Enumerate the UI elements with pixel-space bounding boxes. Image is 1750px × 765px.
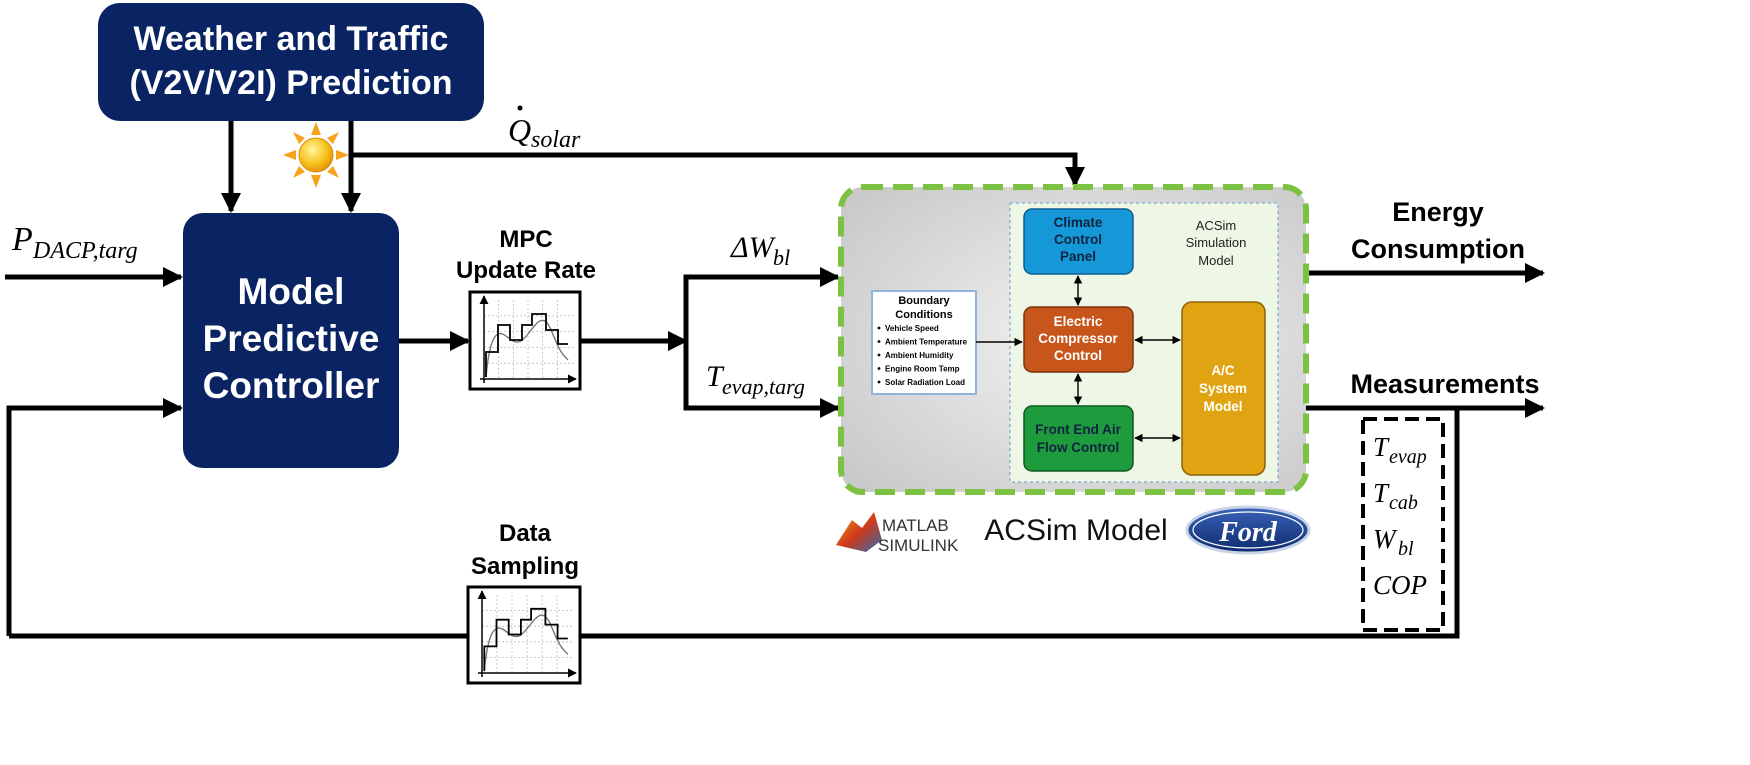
boundary-bullet [877, 367, 881, 370]
mpc-line1: Model [238, 271, 345, 312]
matlab-simulink-logo: MATLAB SIMULINK [836, 512, 959, 555]
climate-control-panel-box: Climate Control Panel [1023, 208, 1134, 275]
boundary-bullet [877, 380, 881, 384]
mpc-box: Model Predictive Controller [183, 213, 399, 468]
acsim-title-line1: ACSim [1196, 218, 1236, 233]
plot-step-line [485, 313, 568, 377]
p-dacp-sub: DACP,targ [32, 238, 138, 264]
measurements-label: Measurements [1350, 369, 1539, 399]
mpc-update-plot [479, 295, 577, 384]
p-dacp-label: P DACP,targ [11, 221, 138, 264]
data-sampling-plot-frame [466, 585, 582, 685]
q-solar-dot [517, 105, 523, 111]
connections [5, 121, 1545, 639]
q-solar-arrow [351, 152, 1085, 187]
matlab-logo-line1: MATLAB [882, 516, 949, 535]
sun-icon [283, 122, 349, 188]
boundary-bullet [877, 340, 881, 343]
energy-line1: Energy [1392, 197, 1484, 227]
front-end-line2: Flow Control [1037, 440, 1119, 455]
q-solar-sub: solar [531, 127, 581, 153]
electric-compressor-control-box: Electric Compressor Control [1023, 306, 1134, 373]
plot-step-line [483, 607, 568, 672]
mpc-line2: Predictive [203, 318, 380, 359]
compressor-line1: Electric [1054, 314, 1103, 329]
climate-line2: Control [1054, 232, 1102, 247]
weather-title-line1: Weather and Traffic [134, 20, 449, 58]
measurement-variable-sub: bl [1398, 538, 1414, 560]
boundary-bullet [877, 353, 881, 357]
compressor-line2: Compressor [1038, 331, 1118, 346]
measurement-variable-base: T [1373, 478, 1390, 508]
mpc-update-line2: Update Rate [456, 257, 596, 284]
acsim-model-label: ACSim Model [984, 514, 1167, 547]
q-solar-label: Q solar [508, 105, 581, 153]
boundary-item: Solar Radiation Load [885, 378, 965, 387]
data-sampling: Data Sampling [466, 520, 582, 685]
boundary-conditions-box: Boundary Conditions Vehicle SpeedAmbient… [871, 290, 977, 395]
delta-w-sub: bl [773, 245, 790, 270]
t-evap-targ-base: T [706, 360, 725, 393]
ac-line2: System [1199, 381, 1247, 396]
ford-logo-text: Ford [1218, 517, 1278, 548]
delta-w-base: ΔW [730, 231, 777, 264]
t-evap-targ-arrow [683, 341, 840, 418]
weather-traffic-box: Weather and Traffic (V2V/V2I) Prediction [98, 3, 484, 121]
boundary-title-line2: Conditions [895, 309, 952, 321]
weather-title-line2: (V2V/V2I) Prediction [129, 64, 452, 102]
ac-line3: Model [1204, 399, 1243, 414]
ac-line1: A/C [1211, 363, 1235, 378]
boundary-item: Engine Room Temp [885, 365, 960, 374]
compressor-line3: Control [1054, 348, 1102, 363]
boundary-item: Ambient Humidity [885, 351, 954, 360]
measurement-variable: COP [1373, 570, 1427, 600]
plot-response-curve [485, 319, 569, 378]
mpc-update-plot-frame [468, 290, 582, 391]
data-sampling-line2: Sampling [471, 553, 579, 580]
ford-logo: Ford [1185, 505, 1311, 555]
energy-consumption-label: Energy Consumption [1351, 197, 1525, 264]
measurement-variable-base: COP [1373, 570, 1427, 600]
t-evap-targ-label: T evap,targ [706, 360, 805, 399]
mpc-line3: Controller [203, 365, 380, 406]
acsim-title-line3: Model [1198, 253, 1234, 268]
delta-w-label: ΔW bl [730, 231, 790, 270]
mpc-update-rate: MPC Update Rate [456, 226, 596, 391]
feedback-line [580, 408, 1460, 639]
measurement-variable-base: W [1373, 524, 1398, 554]
climate-line3: Panel [1060, 249, 1096, 264]
measurement-variable-sub: cab [1389, 492, 1418, 514]
boundary-title-line1: Boundary [898, 295, 950, 307]
data-sampling-line1: Data [499, 520, 552, 547]
matlab-logo-line2: SIMULINK [878, 536, 959, 555]
front-end-line1: Front End Air [1035, 422, 1121, 437]
matlab-membrane-icon [836, 512, 882, 552]
data-sampling-plot [477, 590, 577, 678]
q-solar-base: Q [508, 112, 531, 148]
measurement-variable-sub: evap [1389, 446, 1427, 468]
ac-system-model-box: A/C System Model [1181, 301, 1266, 476]
front-end-air-flow-box: Front End Air Flow Control [1023, 405, 1134, 472]
boundary-bullet [877, 326, 881, 330]
boundary-item: Vehicle Speed [885, 324, 939, 333]
acsim-title-line2: Simulation [1186, 235, 1247, 250]
energy-line2: Consumption [1351, 234, 1525, 264]
climate-line1: Climate [1054, 215, 1103, 230]
p-dacp-base: P [11, 221, 33, 258]
acsim-internal-arrows [976, 275, 1181, 443]
feedback-arrow [6, 398, 183, 636]
mpc-update-line1: MPC [499, 226, 552, 253]
t-evap-targ-sub: evap,targ [722, 374, 805, 399]
boundary-item: Ambient Temperature [885, 338, 968, 347]
measurement-variable-base: T [1373, 432, 1390, 462]
plot-response-curve [483, 614, 569, 672]
acsim-simulation-model: ACSim Simulation Model Boundary Conditio… [838, 184, 1309, 495]
